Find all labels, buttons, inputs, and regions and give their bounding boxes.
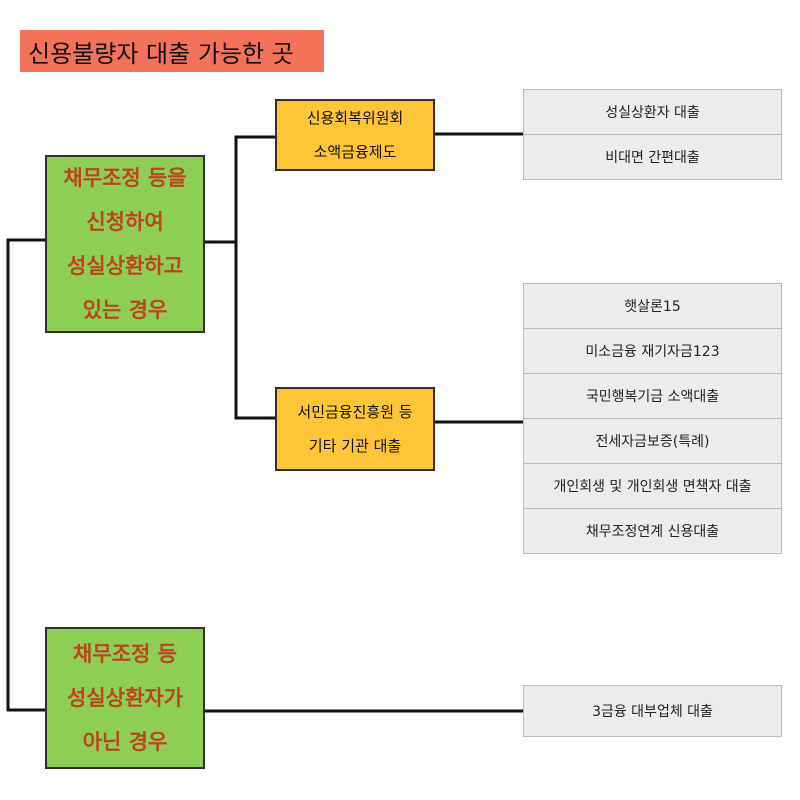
case-line: 성실상환하고: [67, 254, 183, 278]
org-box-credit-recovery: 신용회복위원회 소액금융제도: [275, 99, 435, 171]
loan-item: 채무조정연계 신용대출: [523, 508, 782, 554]
case-line: 채무조정 등: [73, 642, 177, 666]
loan-item: 미소금융 재기자금123: [523, 328, 782, 374]
case-box-repaying: 채무조정 등을 신청하여 성실상환하고 있는 경우: [45, 155, 205, 333]
loan-item: 전세자금보증(특례): [523, 418, 782, 464]
loan-item: 국민행복기금 소액대출: [523, 373, 782, 419]
loan-group-private-lender: 3금융 대부업체 대출: [523, 685, 782, 737]
loan-group-microfinance: 햇살론15 미소금융 재기자금123 국민행복기금 소액대출 전세자금보증(특례…: [523, 283, 782, 554]
case-line: 성실상환자가: [67, 686, 183, 710]
loan-item: 햇살론15: [523, 283, 782, 329]
case-line: 신청하여: [86, 210, 164, 234]
loan-item: 비대면 간편대출: [523, 134, 782, 180]
case-box-not-repaying: 채무조정 등 성실상환자가 아닌 경우: [45, 627, 205, 769]
org-line: 서민금융진흥원 등: [297, 403, 413, 421]
case-line: 아닌 경우: [82, 730, 168, 754]
loan-item: 성실상환자 대출: [523, 89, 782, 135]
loan-group-credit-recovery: 성실상환자 대출 비대면 간편대출: [523, 89, 782, 180]
connector-root: [6, 238, 45, 712]
loan-item: 3금융 대부업체 대출: [523, 685, 782, 737]
page-title: 신용불량자 대출 가능한 곳: [20, 30, 324, 72]
org-line: 신용회복위원회: [306, 109, 404, 127]
connector-case1-branch: [234, 135, 275, 420]
case-line: 있는 경우: [82, 298, 168, 322]
org-line: 소액금융제도: [313, 143, 397, 161]
org-line: 기타 기관 대출: [308, 437, 402, 455]
loan-item: 개인회생 및 개인회생 면책자 대출: [523, 463, 782, 509]
case-line: 채무조정 등을: [63, 166, 187, 190]
org-box-microfinance: 서민금융진흥원 등 기타 기관 대출: [275, 387, 435, 471]
